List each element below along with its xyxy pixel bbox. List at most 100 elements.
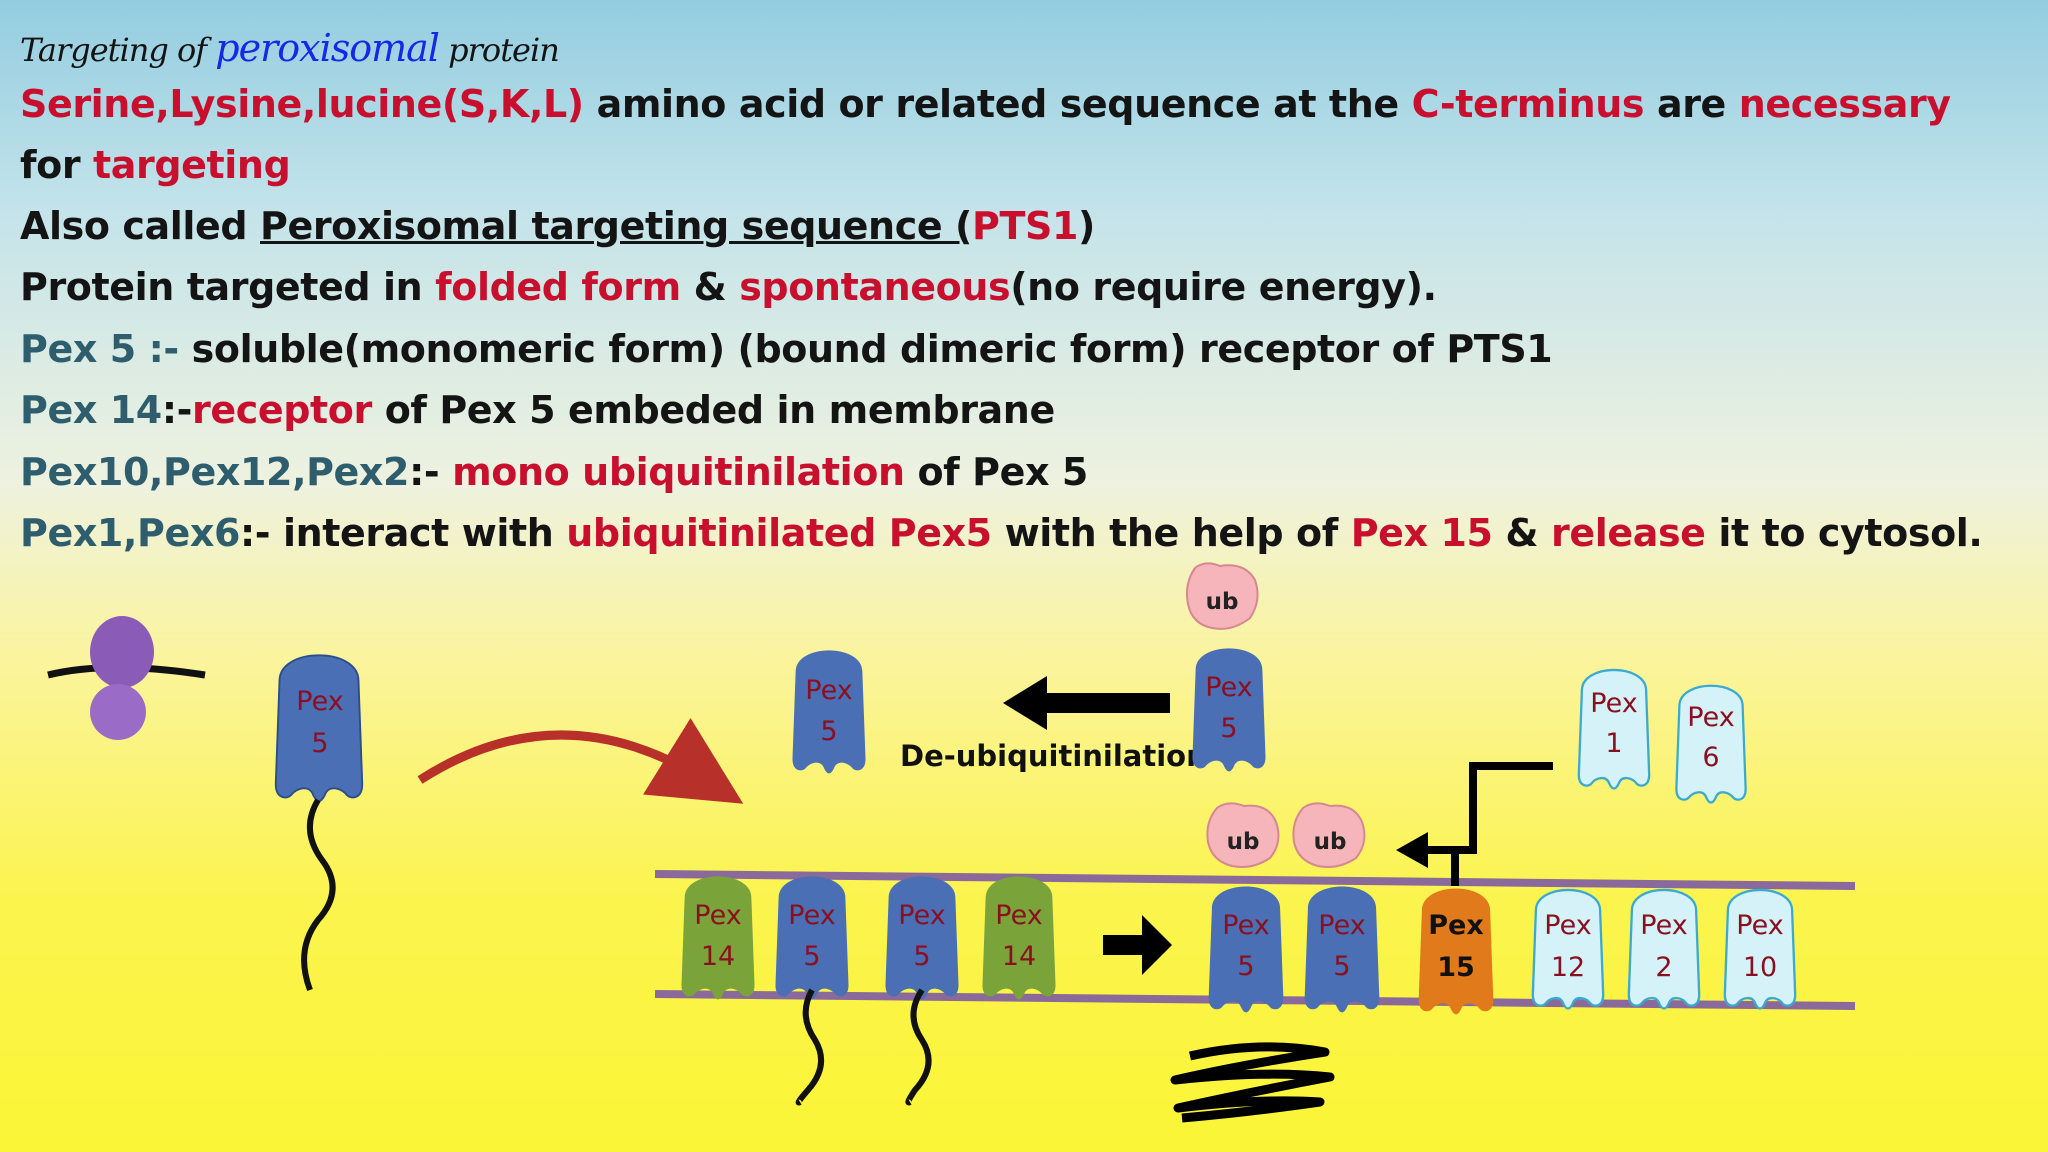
- free-pex5-receptor: Pex 5: [274, 654, 364, 992]
- pex15-protein: Pex 15: [1418, 888, 1494, 1015]
- released-pex5-label-bottom: 5: [820, 716, 837, 747]
- line4-d: spontaneous: [739, 265, 1011, 309]
- pex14-left-label-top: Pex: [694, 900, 741, 931]
- line6-a: Pex 14: [20, 388, 162, 432]
- ub-membrane-pex5-a-body: [1208, 886, 1284, 1013]
- membrane-pex5-a: Pex 5: [775, 876, 849, 1106]
- pex14-right-label-top: Pex: [995, 900, 1042, 931]
- pex14-right-protein: Pex 14: [982, 876, 1056, 1000]
- line1-a: Serine,Lysine,lucine(S,K,L): [20, 82, 584, 126]
- line4-e: (no require energy).: [1010, 265, 1437, 309]
- membrane-top-line: [654, 870, 1856, 890]
- ub-membrane-pex5-b: Pex 5: [1304, 886, 1380, 1013]
- pex2-label-top: Pex: [1640, 910, 1687, 941]
- line8-c: ubiquitinilated Pex5: [566, 511, 992, 555]
- free-pex5-label-top: Pex: [296, 686, 343, 717]
- line3-d: ): [1077, 204, 1095, 248]
- line8-d: with the help of: [991, 511, 1351, 555]
- pex10-label-bottom: 10: [1743, 952, 1777, 983]
- text-line-5: Pex 5 :- soluble(monomeric form) (bound …: [20, 327, 1553, 371]
- text-line-6: Pex 14:-receptor of Pex 5 embeded in mem…: [20, 388, 1055, 432]
- line1-d: are: [1644, 82, 1739, 126]
- title-prefix: Targeting of: [20, 31, 216, 69]
- line8-g: release: [1550, 511, 1706, 555]
- membrane-pex5-a-label-bottom: 5: [803, 941, 820, 972]
- text-line-1: Serine,Lysine,lucine(S,K,L) amino acid o…: [20, 82, 1951, 126]
- pex14-left-label-bottom: 14: [701, 941, 735, 972]
- text-line-8: Pex1,Pex6:- interact with ubiquitinilate…: [20, 511, 1983, 555]
- line8-e: Pex 15: [1350, 511, 1493, 555]
- released-pex5-label-top: Pex: [805, 675, 852, 706]
- ub-membrane-pex5-b-label-top: Pex: [1318, 910, 1365, 941]
- pex14-left-body: [681, 876, 755, 1000]
- right-arrow-icon: [1103, 915, 1172, 975]
- ubiquitinated-pex5-top: ub Pex 5: [1185, 562, 1266, 772]
- line8-a: Pex1,Pex6: [20, 511, 240, 555]
- line7-c: mono ubiquitinilation: [452, 450, 905, 494]
- line8-h: it to cytosol.: [1705, 511, 1983, 555]
- title-suffix: protein: [438, 31, 560, 69]
- ub-tag-1-label: ub: [1227, 829, 1260, 855]
- line3-b: Peroxisomal targeting sequence (: [260, 204, 972, 248]
- pex15-label-bottom: 15: [1437, 952, 1475, 983]
- pex12-label-bottom: 12: [1551, 952, 1585, 983]
- ub-membrane-pex5-a-label-top: Pex: [1222, 910, 1269, 941]
- line4-a: Protein targeted in: [20, 265, 436, 309]
- ub-membrane-pex5-a: Pex 5: [1208, 886, 1284, 1013]
- pex12-body: [1531, 888, 1605, 1010]
- released-pex5: Pex 5: [792, 650, 866, 774]
- deubiquitination-label: De-ubiquitinilation: [900, 739, 1207, 773]
- elbow-arrow-icon: [1396, 762, 1553, 886]
- pex6-label-bottom: 6: [1702, 742, 1719, 773]
- ub-membrane-pex5-b-label-bottom: 5: [1333, 951, 1350, 982]
- pex12-label-top: Pex: [1544, 910, 1591, 941]
- line3-a: Also called: [20, 204, 261, 248]
- ub-tag-2-label: ub: [1314, 829, 1347, 855]
- line8-f: &: [1492, 511, 1551, 555]
- ub-pex5-top-body: [1192, 648, 1266, 772]
- tail-a-icon: [795, 988, 825, 1106]
- text-line-4: Protein targeted in folded form & sponta…: [20, 265, 1437, 309]
- released-pex5-body: [792, 650, 866, 774]
- text-line-2: for targeting: [20, 143, 291, 187]
- pex1-label-bottom: 1: [1605, 728, 1622, 759]
- line7-d: of Pex 5: [904, 450, 1088, 494]
- curved-arrow-icon: [417, 718, 744, 804]
- imported-cargo-icon: [1170, 1042, 1335, 1123]
- title-highlight: peroxisomal: [215, 26, 440, 70]
- line1-c: C-terminus: [1411, 82, 1645, 126]
- line4-b: folded form: [435, 265, 681, 309]
- pex12-protein: Pex 12: [1531, 888, 1605, 1010]
- line2-a: for: [20, 143, 94, 187]
- left-arrow-icon: [1003, 676, 1170, 730]
- pts1-tail-icon: [301, 798, 336, 992]
- membrane-pex5-b-body: [885, 876, 959, 1000]
- membrane-pex5-a-label-top: Pex: [788, 900, 835, 931]
- pex6-label-top: Pex: [1687, 702, 1734, 733]
- text-line-7: Pex10,Pex12,Pex2:- mono ubiquitinilation…: [20, 450, 1088, 494]
- line6-b: :-: [161, 388, 193, 432]
- line3-c: PTS1: [972, 204, 1078, 248]
- pex15-label-top: Pex: [1428, 910, 1484, 941]
- line6-c: receptor: [192, 388, 372, 432]
- slide-title: Targeting of peroxisomal protein: [20, 26, 560, 70]
- line8-b: :- interact with: [239, 511, 567, 555]
- pex14-left-protein: Pex 14: [681, 876, 755, 1000]
- pex6-protein: Pex 6: [1674, 684, 1748, 804]
- pex2-label-bottom: 2: [1655, 952, 1672, 983]
- tail-b-icon: [905, 988, 932, 1106]
- pex10-label-top: Pex: [1736, 910, 1783, 941]
- line5-a: Pex 5 :-: [20, 327, 179, 371]
- pex2-protein: Pex 2: [1627, 888, 1701, 1010]
- free-pex5-label-bottom: 5: [311, 728, 328, 759]
- pex14-right-body: [982, 876, 1056, 1000]
- line7-b: :-: [409, 450, 453, 494]
- membrane-pex5-b: Pex 5: [885, 876, 959, 1106]
- pex1-protein: Pex 1: [1577, 668, 1651, 790]
- line4-c: &: [680, 265, 740, 309]
- pex14-right-label-bottom: 14: [1002, 941, 1036, 972]
- ub-tag-2-icon: ub: [1292, 802, 1366, 868]
- membrane-pex5-a-body: [775, 876, 849, 1000]
